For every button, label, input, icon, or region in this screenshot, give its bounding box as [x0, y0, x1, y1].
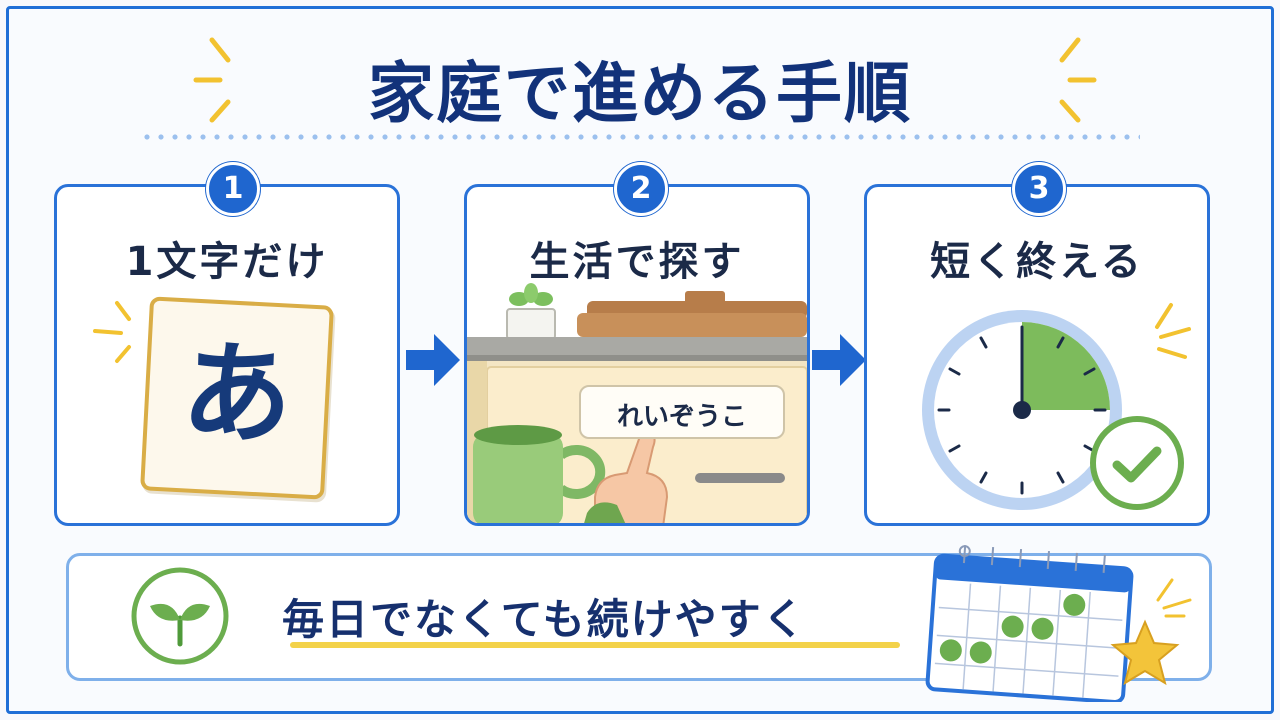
arrow-right-icon — [406, 334, 460, 386]
step-card-1: 1文字だけ あ — [54, 184, 400, 526]
calendar-icon — [925, 545, 1134, 702]
step-label: 短く終える — [930, 239, 1144, 285]
letter-text: あ — [178, 327, 296, 461]
step-card-3: 短く終える — [864, 184, 1210, 526]
letter-card: あ — [140, 296, 334, 500]
text-underline — [290, 642, 900, 648]
fridge-word-card: れいぞうこ — [579, 385, 785, 439]
mug-icon — [473, 425, 606, 523]
banner-text: 毎日でなくても続けやすく — [282, 595, 807, 644]
step-number-badge-3: 3 — [1012, 162, 1066, 216]
sparkle-icon — [93, 301, 131, 363]
page-title: 家庭で進める手順 — [368, 55, 912, 132]
step-card-2: 生活で探す れ — [464, 184, 810, 526]
sparkle-icon — [1155, 303, 1191, 359]
fridge-word: れいぞうこ — [616, 402, 747, 432]
step-label: 生活で探す — [529, 239, 745, 285]
star-icon — [1110, 619, 1180, 686]
step-number-badge-2: 2 — [614, 162, 668, 216]
sprout-icon — [131, 567, 229, 665]
sparkle-right-icon — [1059, 37, 1097, 123]
clock-icon — [922, 310, 1122, 510]
sparkle-icon — [1156, 578, 1192, 618]
step-label: 1文字だけ — [125, 239, 329, 285]
check-circle-icon — [1090, 416, 1184, 510]
arrow-right-icon — [812, 334, 866, 386]
plant-icon — [506, 283, 556, 340]
dotted-divider — [140, 134, 1140, 140]
step-number-badge-1: 1 — [206, 162, 260, 216]
sparkle-left-icon — [193, 37, 231, 123]
